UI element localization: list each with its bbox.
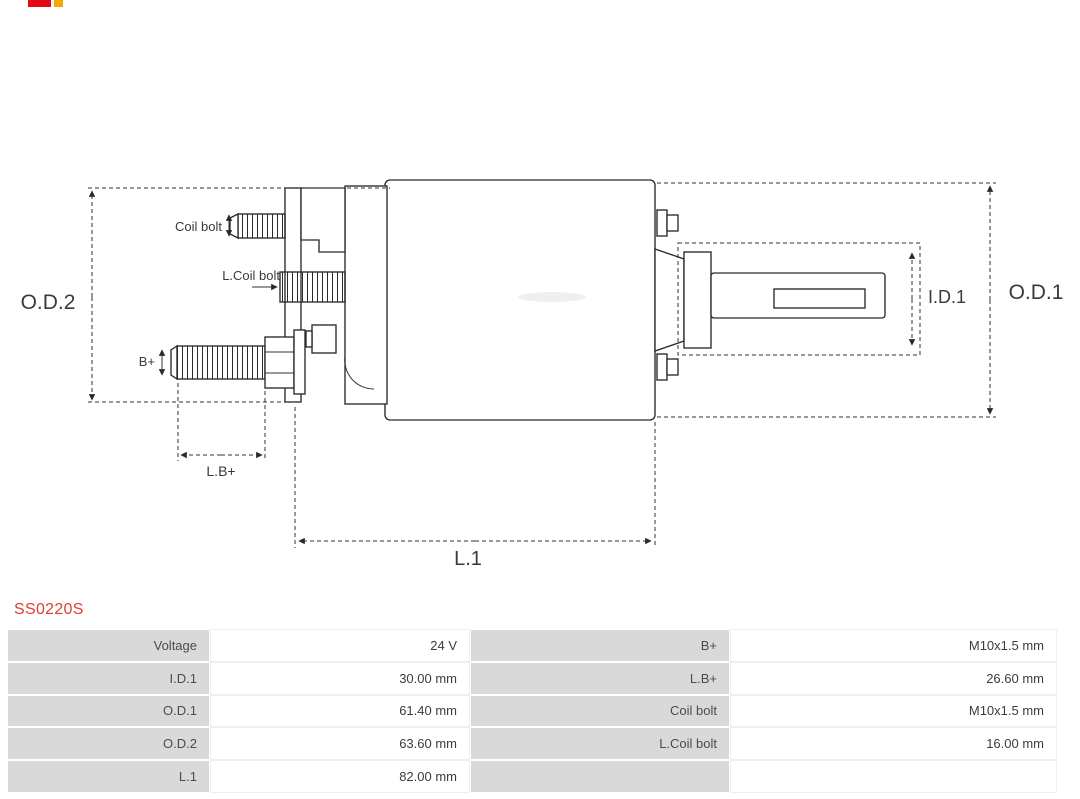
bplus-spacer: [311, 324, 337, 354]
label-od2: O.D.2: [21, 291, 76, 314]
plunger-slot: [773, 288, 866, 309]
callout-l-coil-bolt: L.Coil bolt: [222, 268, 280, 291]
spec-value: 16.00 mm: [730, 727, 1057, 761]
spec-table: Voltage 24 V B+ M10x1.5 mm I.D.1 30.00 m…: [7, 629, 1057, 793]
label-b-plus: B+: [139, 354, 155, 369]
spec-value: 26.60 mm: [730, 661, 1057, 695]
spec-value: 24 V: [210, 629, 470, 662]
spec-label: I.D.1: [7, 661, 210, 695]
main-cylinder: [384, 179, 656, 421]
coil-bolt-tip: [229, 212, 239, 240]
spec-label: L.Coil bolt: [470, 727, 730, 761]
top-terminal-head: [656, 209, 668, 237]
spec-value: M10x1.5 mm: [730, 694, 1057, 728]
brand-logo-fragment: [28, 0, 63, 7]
dimension-id1: I.D.1: [677, 242, 966, 356]
coil-bolt-thread: [237, 213, 286, 239]
spec-value: [730, 760, 1057, 793]
spec-label: [470, 760, 730, 793]
label-l-b-plus: L.B+: [206, 463, 235, 479]
spec-value: M10x1.5 mm: [730, 629, 1057, 662]
label-l1: L.1: [454, 548, 482, 570]
spec-label: O.D.1: [7, 694, 210, 728]
plunger-collar: [683, 251, 712, 349]
bplus-stud-thread: [176, 345, 266, 380]
logo-yellow-block: [54, 0, 63, 7]
solenoid-body: [170, 179, 886, 421]
bottom-terminal-head: [656, 353, 668, 381]
coil-bolt-sleeve: [279, 271, 346, 303]
dimension-od1: O.D.1: [657, 182, 1064, 418]
top-terminal-shank: [666, 214, 679, 232]
bplus-stud-tip: [170, 344, 178, 381]
spec-label: Coil bolt: [470, 694, 730, 728]
bplus-spacer-cap: [305, 330, 313, 348]
callout-b-plus: B+: [139, 349, 166, 376]
spec-label: L.B+: [470, 661, 730, 695]
spec-label: Voltage: [7, 629, 210, 662]
bplus-washer: [293, 329, 306, 395]
plunger-cone: [654, 248, 685, 352]
top-bracket: [300, 187, 346, 253]
dimension-l-b-plus: L.B+: [177, 383, 266, 479]
watermark: [518, 292, 586, 302]
label-od1: O.D.1: [1009, 281, 1064, 304]
spec-value: 61.40 mm: [210, 694, 470, 728]
spec-label: O.D.2: [7, 727, 210, 761]
solenoid-technical-drawing: O.D.2 O.D.1 I.D.1 Coil bolt L.Coil bolt: [21, 179, 1064, 570]
label-coil-bolt: Coil bolt: [175, 219, 222, 234]
dimension-l1: L.1: [294, 407, 656, 570]
spec-label: B+: [470, 629, 730, 662]
spec-value: 63.60 mm: [210, 727, 470, 761]
bottom-terminal-shank: [666, 358, 679, 376]
spec-label: L.1: [7, 760, 210, 793]
logo-red-block: [28, 0, 51, 7]
label-l-coil-bolt: L.Coil bolt: [222, 268, 280, 283]
bplus-hex-nut: [264, 336, 295, 389]
label-id1: I.D.1: [928, 287, 966, 307]
front-cap: [344, 185, 388, 405]
product-code: SS0220S: [14, 601, 84, 618]
cap-notch-curve: [344, 355, 375, 390]
spec-value: 82.00 mm: [210, 760, 470, 793]
callout-coil-bolt: Coil bolt: [175, 214, 233, 237]
spec-value: 30.00 mm: [210, 661, 470, 695]
